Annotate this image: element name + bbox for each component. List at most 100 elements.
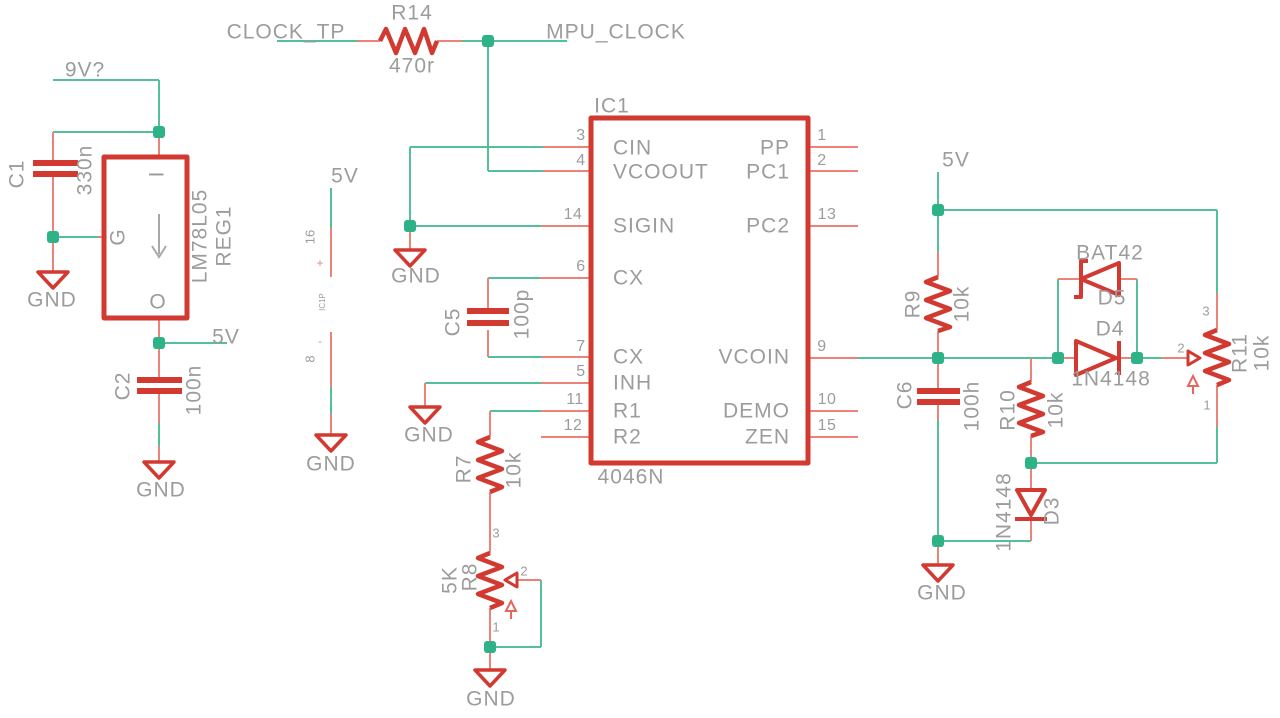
ic1-pin-name-cin: CIN (613, 136, 653, 160)
ic1-pin-name-r2: R2 (613, 425, 642, 449)
r14-value: 470r (388, 54, 436, 78)
r11-value: 10k (1250, 334, 1274, 372)
ic1-pin-num-1: 1 (817, 127, 827, 144)
r11-pin-wiper: 2 (1177, 340, 1185, 356)
ic1-pin-name-zen: ZEN (745, 425, 790, 449)
c1-value: 330n (73, 144, 97, 196)
ic1-pin-num-2: 2 (817, 152, 827, 169)
ic1-pin-name-r1: R1 (613, 399, 642, 423)
gnd-label-r8: GND (466, 687, 516, 711)
net-wires[interactable] (53, 40, 1218, 648)
gnd-label-sigin: GND (391, 264, 441, 288)
gnd-label-c2: GND (136, 478, 186, 502)
net-label-9v: 9V? (64, 58, 106, 82)
gnd-label-inh: GND (404, 423, 454, 447)
c2-ref: C2 (111, 371, 135, 401)
ic1-pin-name-pc1: PC1 (746, 160, 790, 184)
ic1-pin-name-cx1: CX (613, 266, 645, 290)
r8-pin-bottom: 1 (492, 619, 500, 635)
component-pins (52, 40, 1218, 670)
regulator-reg1-symbol[interactable] (101, 154, 190, 321)
ic1-pin-name-inh: INH (613, 371, 653, 395)
r8-ref: R8 (458, 562, 482, 592)
resistor-r14-symbol[interactable] (377, 26, 440, 56)
gnd-label-ic1p: GND (306, 452, 356, 476)
r7-value: 10k (502, 451, 526, 489)
reg1-pin-gnd: G (106, 228, 130, 246)
c6-ref: C6 (893, 380, 917, 410)
ic1-pin-num-7: 7 (576, 338, 586, 355)
c5-ref: C5 (441, 307, 465, 337)
diode-d3-symbol[interactable] (1015, 488, 1047, 521)
net-label-5v-right: 5V (942, 148, 970, 172)
net-label-mpu-clock: MPU_CLOCK (546, 20, 686, 44)
r11-pin-top: 3 (1202, 303, 1210, 319)
r11-ref: R11 (1228, 333, 1252, 373)
gnd-symbols[interactable] (36, 248, 955, 688)
ic1-pin-num-11: 11 (566, 391, 584, 408)
gnd-label-right: GND (917, 581, 967, 605)
gnd-label-c1: GND (27, 288, 77, 312)
d5-value: BAT42 (1076, 241, 1144, 265)
junction-dots (47, 35, 1143, 653)
ic1-pin-num-13: 13 (817, 206, 837, 223)
ic1p-plus-sign: + (316, 256, 324, 270)
ic1-pin-num-14: 14 (563, 206, 583, 223)
potentiometer-r11-symbol[interactable] (1186, 327, 1232, 394)
capacitor-c5-symbol[interactable] (467, 308, 509, 326)
resistor-r7-symbol[interactable] (475, 434, 505, 495)
c2-value: 100n (182, 364, 206, 416)
ic1-ref: IC1 (594, 94, 630, 118)
ic1-pin-num-4: 4 (576, 152, 586, 169)
c6-value: 100h (960, 380, 984, 432)
capacitor-c2-symbol[interactable] (137, 377, 182, 394)
d5-ref: D5 (1097, 286, 1127, 310)
r7-ref: R7 (452, 454, 476, 484)
r8-pin-top: 3 (492, 525, 500, 541)
diode-d4-symbol[interactable] (1074, 339, 1121, 377)
ic1-pin-name-vcoout: VCOOUT (613, 160, 709, 184)
d4-ref: D4 (1095, 317, 1125, 341)
c1-ref: C1 (5, 159, 29, 189)
capacitor-c6-symbol[interactable] (917, 388, 960, 405)
ic1p-pin-plus-num: 16 (302, 229, 318, 245)
reg1-ref: REG1 (212, 205, 236, 267)
net-label-clock-tp: CLOCK_TP (226, 20, 346, 44)
ic1-pin-name-cx2: CX (613, 345, 645, 369)
net-label-5v-ic1p: 5V (331, 164, 359, 188)
reg1-pin-input: I (145, 170, 169, 178)
ic1p-minus-sign: - (318, 334, 322, 348)
ic1-pin-num-15: 15 (817, 417, 837, 434)
reg1-type: LM78L05 (188, 188, 212, 284)
ic1p-pin-minus-num: 8 (302, 355, 318, 363)
resistor-r9-symbol[interactable] (923, 274, 953, 334)
ic1-pin-num-12: 12 (563, 417, 583, 434)
d3-value: 1N4148 (992, 472, 1016, 552)
c5-value: 100p (510, 288, 534, 340)
ic1p-ref: IC1P (318, 293, 327, 311)
r10-value: 10k (1044, 391, 1068, 429)
r11-pin-bottom: 1 (1203, 397, 1211, 413)
r9-value: 10k (950, 285, 974, 323)
r9-ref: R9 (901, 289, 925, 319)
ic1-pin-num-3: 3 (576, 127, 586, 144)
ic1-pin-num-6: 6 (576, 258, 586, 275)
potentiometer-r8-symbol[interactable] (475, 550, 519, 619)
capacitor-c1-symbol[interactable] (33, 160, 78, 177)
diode-d5-symbol[interactable] (1074, 259, 1121, 299)
d4-value: 1N4148 (1071, 367, 1151, 391)
ic1-pin-name-sigin: SIGIN (613, 214, 676, 238)
r8-pin-wiper: 2 (520, 563, 528, 579)
ic1-pin-num-5: 5 (576, 363, 586, 380)
ic1-pin-name-pp: PP (759, 136, 790, 160)
ic1-pin-num-9: 9 (817, 338, 827, 355)
resistor-r10-symbol[interactable] (1016, 379, 1046, 439)
net-label-5v-reg: 5V (212, 325, 240, 349)
r14-ref: R14 (391, 1, 433, 25)
d3-ref: D3 (1040, 496, 1064, 526)
ic1-symbol[interactable] (588, 115, 811, 466)
r8-value: 5K (438, 566, 462, 594)
r10-ref: R10 (996, 389, 1020, 431)
